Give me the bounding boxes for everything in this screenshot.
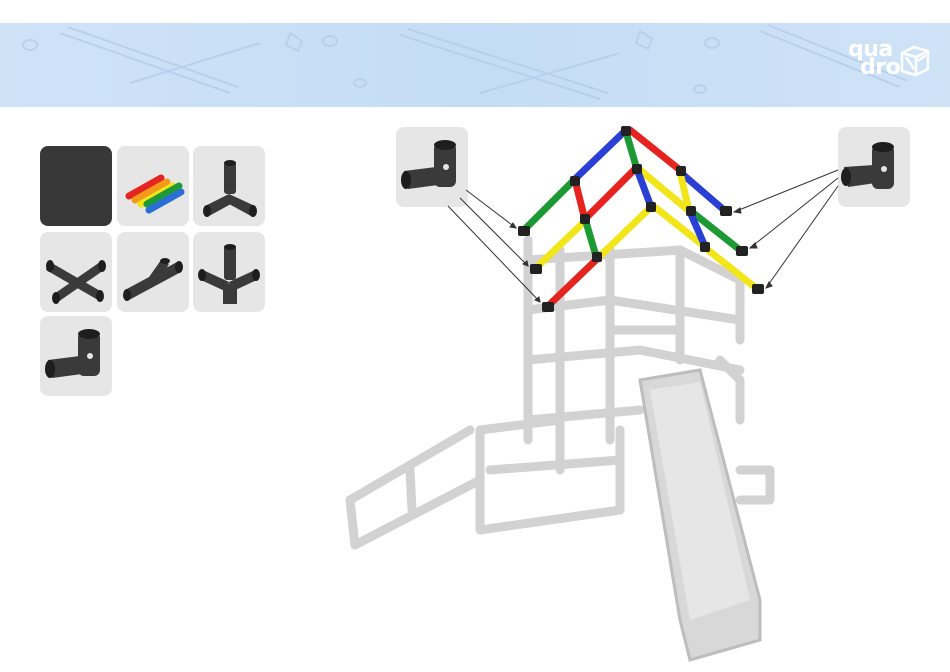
parts-tile-elbow[interactable] [40,316,112,396]
logo-text: qua dro [848,41,900,77]
assembly-illustration [330,120,950,672]
five-way-connector-icon [193,232,265,312]
header-banner: qua dro [0,23,950,107]
parts-tile-tubes[interactable] [117,146,189,226]
parts-tile-selected[interactable] [40,146,112,226]
colored-tubes-icon [117,146,189,226]
parts-tile-three-way[interactable] [193,146,265,226]
logo-cube-icon [898,41,932,81]
quadro-logo: qua dro [848,41,932,93]
parts-tile-t[interactable] [117,232,189,312]
elbow-connector-icon [40,316,112,396]
banner-pattern [0,23,950,107]
four-way-cross-connector-icon [40,232,112,312]
parts-tile-five-way[interactable] [193,232,265,312]
three-way-connector-icon [193,146,265,226]
parts-tile-cross[interactable] [40,232,112,312]
t-connector-icon [117,232,189,312]
